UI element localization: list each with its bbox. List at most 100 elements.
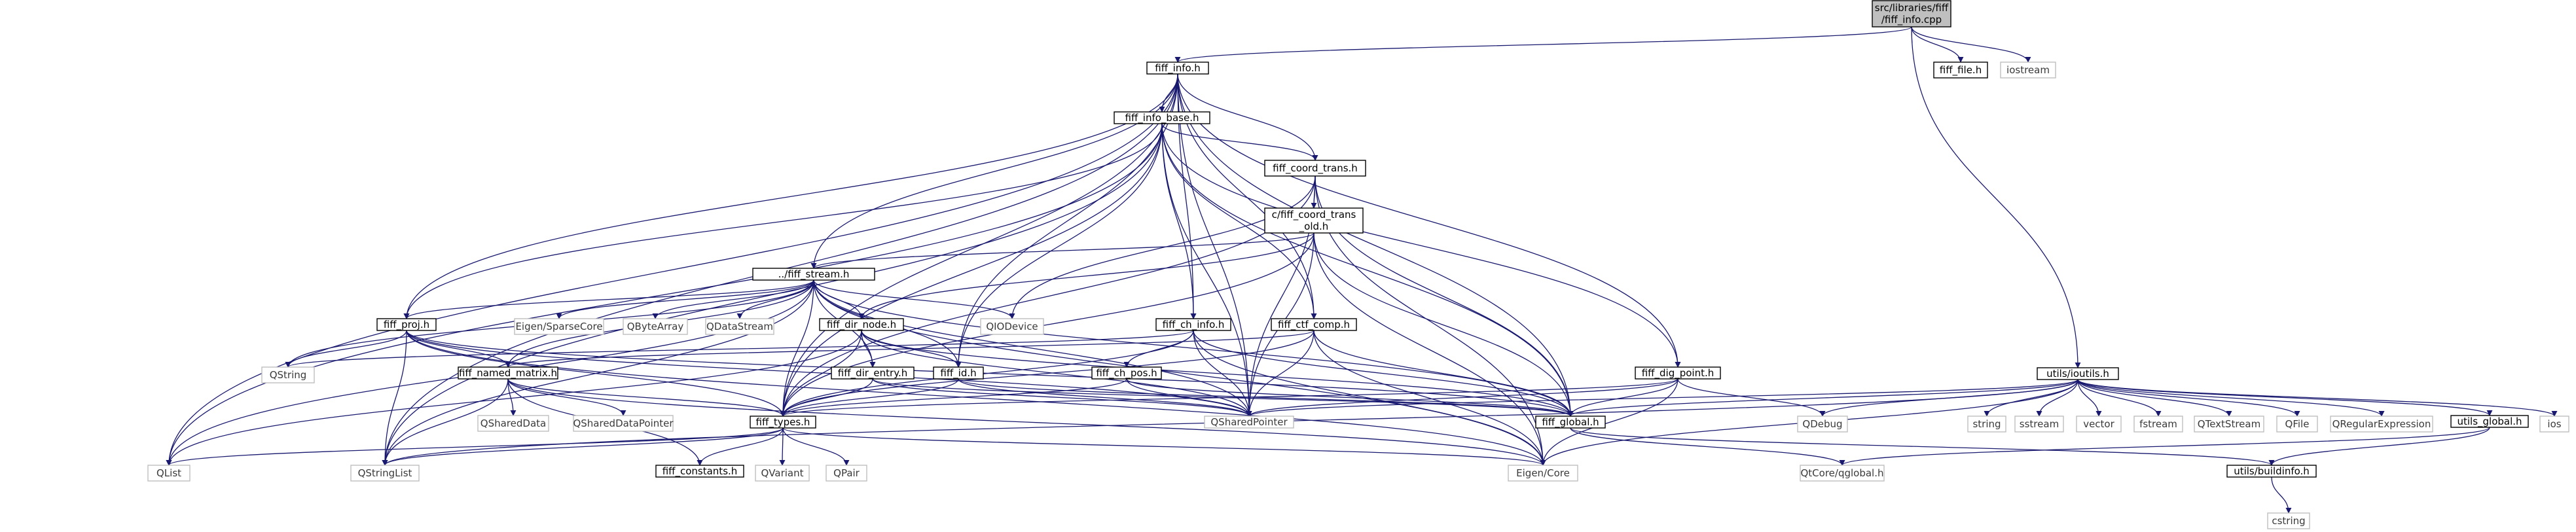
node-label: QTextStream [2198, 418, 2260, 430]
edge-fiff_dig_point_h-to-fiff_global_h [1567, 378, 1678, 417]
node-label: fiff_dir_entry.h [838, 367, 907, 380]
node-fiff-dir-node-h[interactable]: fiff_dir_node.h [819, 318, 904, 331]
node-box [2267, 512, 2310, 529]
node-fiff-coord-trans-h[interactable]: fiff_coord_trans.h [1264, 160, 1366, 177]
edge-fiff_info_base_h-to-fiff_id_h [955, 123, 1163, 368]
edge-fiff_dir_node_h-to-qsharedpointer [861, 330, 1252, 417]
node-fiff-info-base-h[interactable]: fiff_info_base.h [1114, 111, 1210, 124]
node-box [933, 366, 984, 380]
node-box [1535, 416, 1606, 429]
node-box [1091, 366, 1162, 380]
edge-fiff_stream_h-to-fiff_proj_h [403, 279, 814, 319]
edge-fiff_stream_h-to-qsharedpointer [813, 279, 1252, 417]
node-label: utils_global.h [2457, 416, 2522, 428]
node-label: fiff_dir_node.h [827, 319, 896, 331]
node-qsharedpointer: QSharedPointer [1204, 416, 1294, 429]
node-fiff-named-matrix-h[interactable]: fiff_named_matrix.h [458, 366, 558, 380]
node-qregexp: QRegularExpression [2330, 416, 2433, 433]
node-fiff-ctf-comp-h[interactable]: fiff_ctf_comp.h [1271, 318, 1357, 331]
node-eigen-core: Eigen/Core [1508, 465, 1578, 482]
node-fiff-stream-h[interactable]: ../fiff_stream.h [752, 268, 875, 281]
edge-fiff_stream_h-to-eigen_sparse [556, 279, 814, 319]
node-box [514, 318, 604, 335]
node-fiff-constants-h[interactable]: fiff_constants.h [655, 465, 744, 478]
node-fiff-global-h[interactable]: fiff_global.h [1535, 416, 1606, 429]
edge-fiff_info_base_h-to-fiff_dig_point_h [1161, 123, 1681, 368]
node-label: iostream [2006, 64, 2050, 76]
node-fiff-types-h[interactable]: fiff_types.h [750, 416, 816, 429]
edge-fiff_info_base_h-to-fiff_proj_h [403, 123, 1163, 319]
node-label: fiff_ch_info.h [1163, 319, 1225, 331]
node-label: QSharedPointer [1210, 416, 1288, 428]
node-fiff-dig-point-h[interactable]: fiff_dig_point.h [1635, 366, 1721, 380]
node-fiff-info-h[interactable]: fiff_info.h [1146, 62, 1209, 75]
edge-fiff_info_h-to-fiff_stream_h [810, 73, 1178, 269]
node-label: Eigen/Core [1516, 467, 1570, 479]
edge-fiff_id_h-to-fiff_types_h [780, 378, 959, 417]
edge-fiff_info_base_h-to-qsharedpointer [1161, 123, 1252, 417]
node-root[interactable]: src/libraries/fiff/fiff_info.cpp [1872, 0, 1951, 27]
node-box [2450, 415, 2529, 428]
node-box [1967, 416, 2006, 433]
node-qvariant: QVariant [755, 465, 810, 482]
node-fiff-file-h[interactable]: fiff_file.h [1933, 62, 1988, 79]
edge-fiff_ch_pos_h-to-fiff_types_h [780, 378, 1127, 417]
node-fiff-id-h[interactable]: fiff_id.h [933, 366, 984, 380]
node-label: QStringList [358, 467, 412, 479]
node-box [752, 268, 875, 281]
node-label: utils/buildinfo.h [2234, 465, 2310, 477]
node-label: QSharedDataPointer [573, 417, 674, 429]
node-utils-global-h[interactable]: utils_global.h [2450, 415, 2529, 428]
edge-fiff_ch_pos_h-to-qsharedpointer [1126, 378, 1252, 417]
node-fiff-ch-pos-h[interactable]: fiff_ch_pos.h [1091, 366, 1162, 380]
edge-root-to-iostream [1911, 26, 2031, 63]
node-c-fiff-coord-trans-old-h[interactable]: c/fiff_coord_trans_old.h [1264, 207, 1364, 234]
edge-fiff_dig_point_h-to-qsharedpointer [1246, 378, 1678, 417]
node-label: fiff_ctf_comp.h [1278, 319, 1350, 331]
node-label: fiff_proj.h [384, 319, 429, 331]
node-box [825, 465, 867, 482]
node-sstream: sstream [2014, 416, 2064, 433]
node-label: vector [2083, 418, 2114, 430]
node-eigen-sparse: Eigen/SparseCore [514, 318, 604, 335]
node-ios: ios [2539, 416, 2569, 433]
node-label: string [1972, 418, 2001, 430]
edge-fiff_types_h-to-qpair [782, 427, 850, 466]
edge-fiff_info_h-to-fiff_ctf_comp_h [1177, 73, 1317, 319]
node-fiff-proj-h[interactable]: fiff_proj.h [376, 318, 437, 331]
node-vector: vector [2076, 416, 2122, 433]
node-utils-ioutils-h[interactable]: utils/ioutils.h [2037, 367, 2119, 380]
node-fiff-ch-info-h[interactable]: fiff_ch_info.h [1155, 318, 1231, 331]
edge-utils_ioutils_h-to-ios [2077, 379, 2558, 417]
edge-fiff_ctf_comp_h-to-fiff_types_h [780, 330, 1315, 417]
edge-utils_ioutils_h-to-qregexp [2077, 379, 2385, 417]
edge-root-to-fiff_info_h [1174, 26, 1912, 63]
edge-fiff_named_matrix_h-to-eigen_core [507, 378, 1546, 466]
node-utils-buildinfo-h[interactable]: utils/buildinfo.h [2226, 465, 2317, 478]
edge-utils_ioutils_h-to-fiff_global_h [1567, 379, 2078, 417]
edge-fiff_ctf_comp_h-to-fiff_named_matrix_h [505, 330, 1315, 368]
edge-fiff_info_h-to-fiff_proj_h [403, 73, 1178, 319]
node-label: QString [270, 369, 307, 381]
node-fiff-dir-entry-h[interactable]: fiff_dir_entry.h [831, 366, 915, 380]
node-box [1508, 465, 1578, 482]
node-label: QIODevice [986, 321, 1038, 332]
node-box [1797, 416, 1848, 433]
edge-fiff_ctf_comp_h-to-eigen_core [1313, 330, 1546, 466]
edge-utils_ioutils_h-to-utils_global_h [2077, 379, 2493, 416]
edge-utils_ioutils_h-to-qfile [2077, 379, 2300, 417]
node-box [261, 366, 315, 383]
node-qiodevice: QIODevice [980, 318, 1044, 335]
node-box [2330, 416, 2433, 433]
edge-fiff_info_h-to-fiff_global_h [1177, 73, 1574, 417]
edge-layer [166, 26, 2558, 514]
edge-utils_ioutils_h-to-qtextstream [2077, 379, 2232, 417]
edge-utils_ioutils_h-to-fstream [2077, 379, 2162, 417]
edge-fiff_dig_point_h-to-qdebug [1677, 378, 1826, 417]
node-label: _old.h [1299, 221, 1329, 233]
edge-fiff_info_base_h-to-fiff_global_h [1161, 123, 1574, 417]
node-label: fiff_coord_trans.h [1273, 162, 1358, 175]
edge-utils_ioutils_h-to-sstream [2036, 379, 2078, 417]
node-label: Eigen/SparseCore [515, 321, 602, 332]
